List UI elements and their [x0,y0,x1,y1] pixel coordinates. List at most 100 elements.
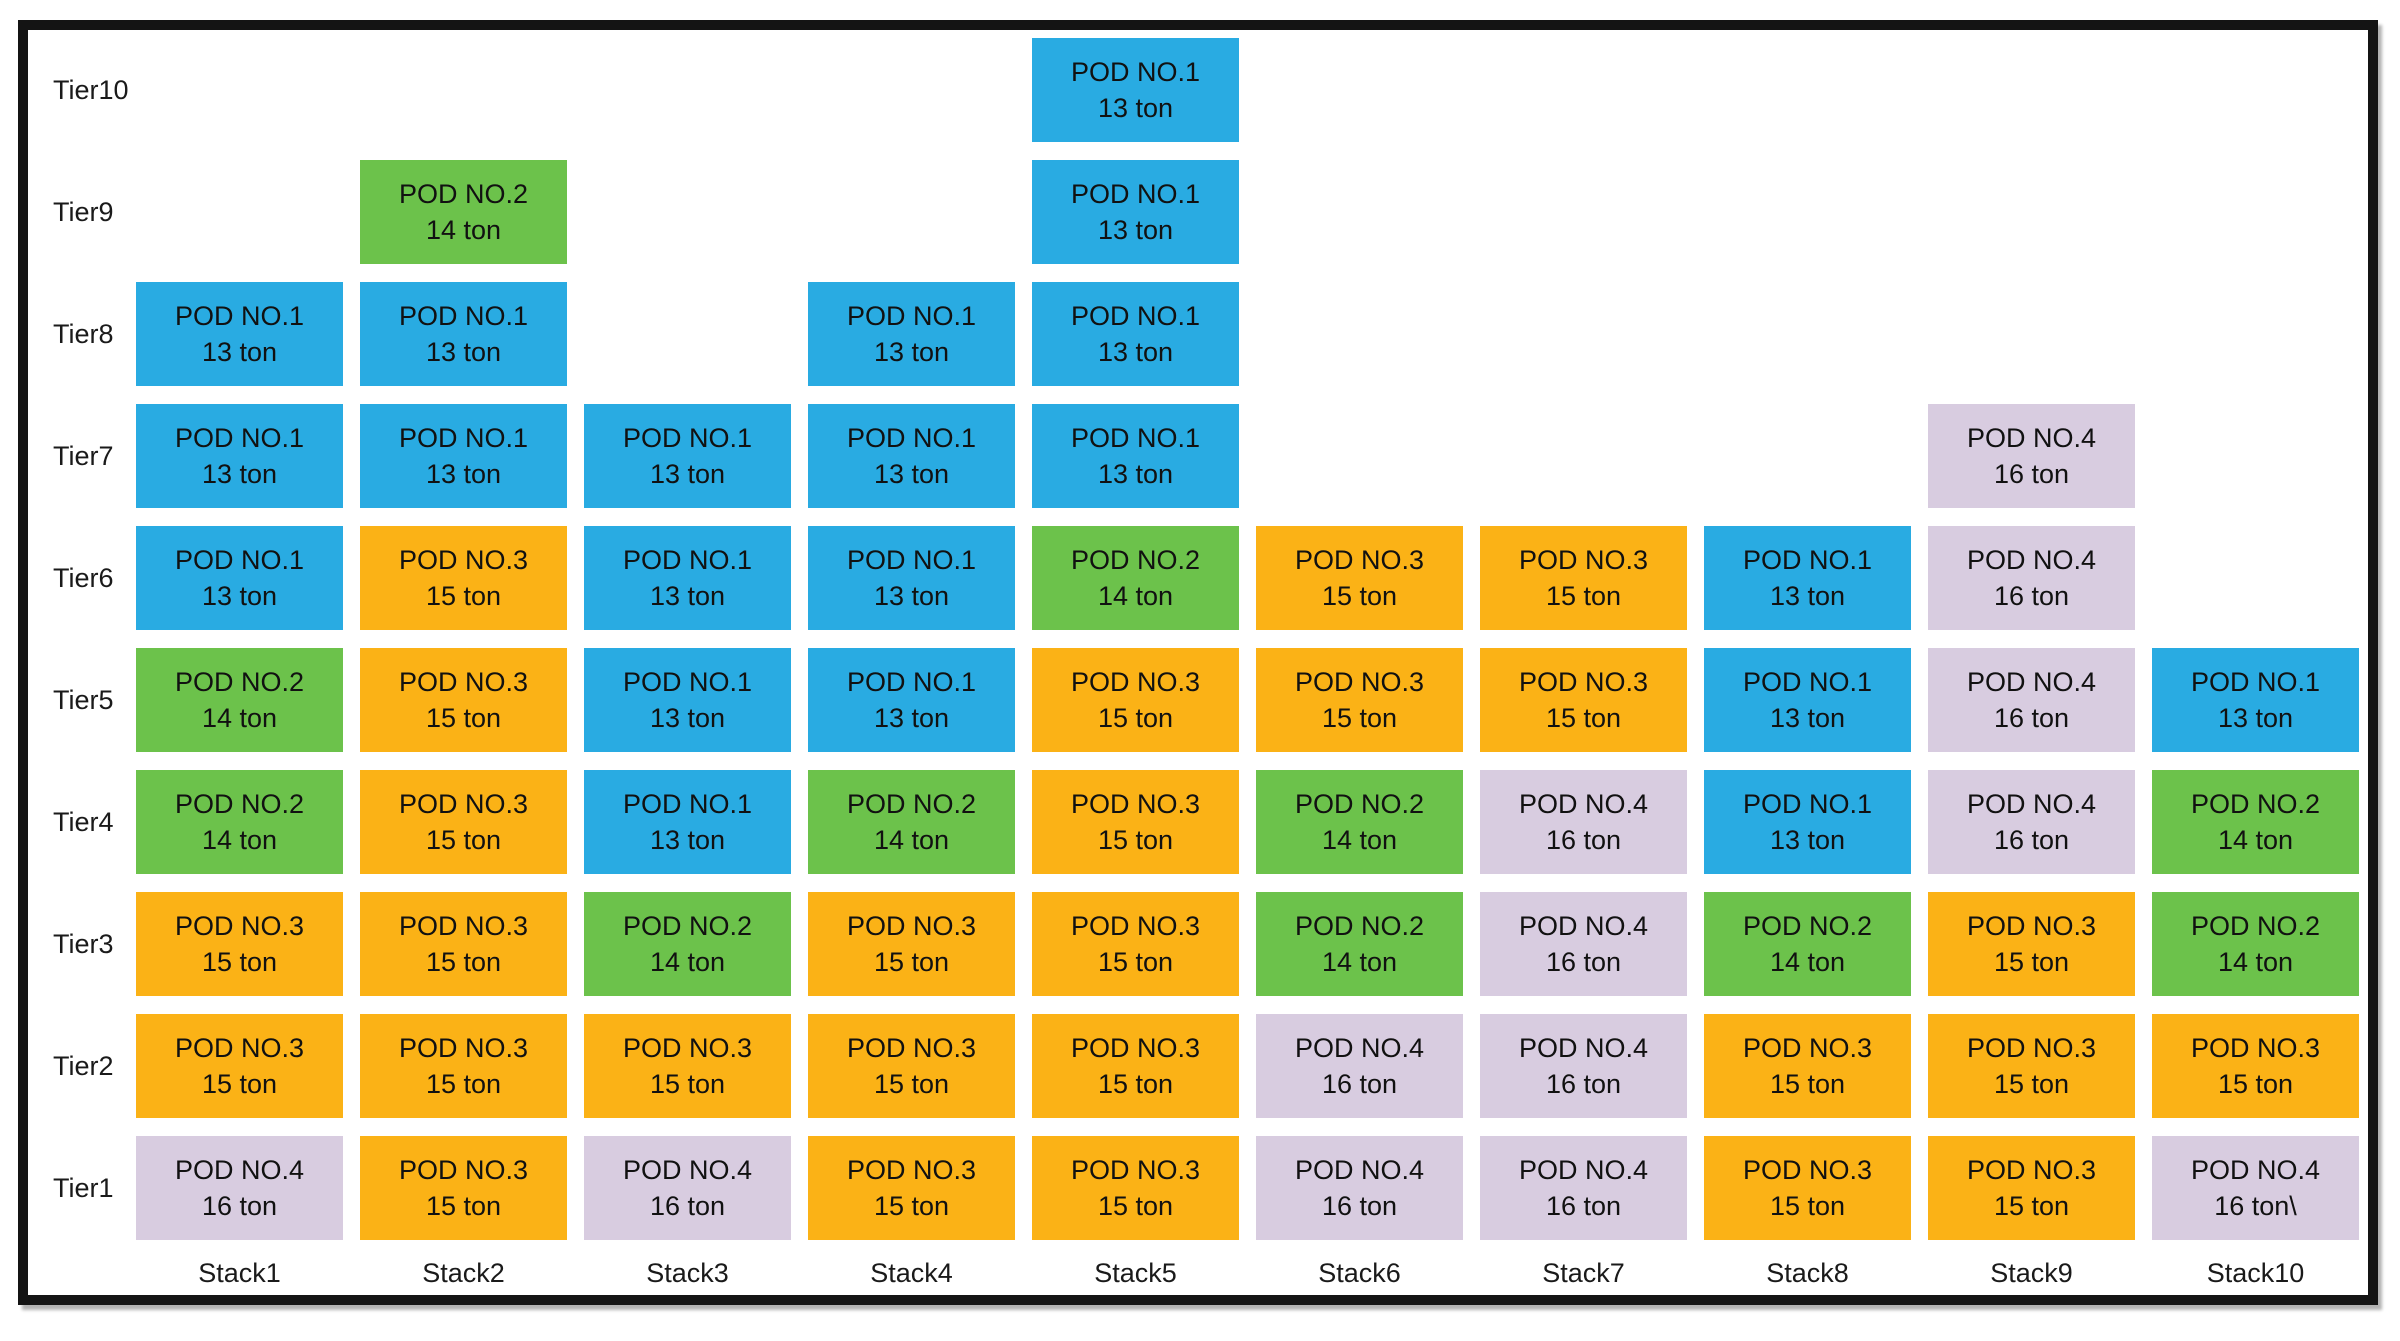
pod-name: POD NO.4 [1966,789,2097,819]
tier-label: Tier7 [53,440,114,471]
pod-name: POD NO.2 [174,667,305,697]
pod-weight: 14 ton [1769,947,1846,977]
pod-name: POD NO.3 [1742,1033,1873,1063]
pod-weight: 15 ton [1097,1069,1174,1099]
grid-corner-spacer [28,1258,119,1288]
pod-weight: 15 ton [873,1069,950,1099]
pod-weight: 14 ton [1097,581,1174,611]
pod-weight: 13 ton [425,337,502,367]
pod-name: POD NO.3 [846,911,977,941]
pod-cell: POD NO.3 15 ton [808,892,1015,996]
pod-weight: 15 ton [425,581,502,611]
pod-weight: 13 ton [649,825,726,855]
empty-slot [1480,282,1687,386]
pod-weight: 15 ton [873,947,950,977]
empty-slot [1704,282,1911,386]
pod-name: POD NO.1 [846,545,977,575]
pod-name: POD NO.3 [1070,1155,1201,1185]
empty-slot [584,282,791,386]
empty-slot [360,38,567,142]
pod-name: POD NO.3 [1966,1155,2097,1185]
pod-name: POD NO.1 [846,667,977,697]
pod-weight: 15 ton [1097,1191,1174,1221]
pod-name: POD NO.1 [622,545,753,575]
pod-weight: 16 ton [1993,459,2070,489]
stack-label: Stack1 [198,1258,281,1288]
pod-name: POD NO.4 [2190,1155,2321,1185]
pod-weight: 13 ton [1097,215,1174,245]
pod-weight: 16 ton\ [2214,1191,2297,1221]
pod-weight: 15 ton [201,1069,278,1099]
pod-cell: POD NO.3 15 ton [1032,1136,1239,1240]
empty-slot [1256,282,1463,386]
pod-name: POD NO.1 [1070,423,1201,453]
pod-name: POD NO.3 [1070,667,1201,697]
pod-weight: 14 ton [873,825,950,855]
pod-weight: 13 ton [649,581,726,611]
pod-name: POD NO.2 [1742,911,1873,941]
pod-weight: 13 ton [873,459,950,489]
pod-weight: 16 ton [1545,825,1622,855]
empty-slot [584,160,791,264]
pod-weight: 13 ton [201,459,278,489]
pod-name: POD NO.4 [1294,1155,1425,1185]
pod-name: POD NO.3 [622,1033,753,1063]
empty-slot [2152,160,2359,264]
pod-weight: 16 ton [1545,947,1622,977]
pod-weight: 13 ton [873,703,950,733]
pod-weight: 15 ton [1321,703,1398,733]
pod-weight: 14 ton [1321,825,1398,855]
pod-weight: 14 ton [425,215,502,245]
pod-name: POD NO.3 [398,1155,529,1185]
stack-label: Stack6 [1318,1258,1401,1288]
pod-name: POD NO.3 [1070,1033,1201,1063]
pod-name: POD NO.1 [622,789,753,819]
pod-name: POD NO.1 [398,301,529,331]
tier-label: Tier6 [53,562,114,593]
empty-slot [1704,404,1911,508]
pod-weight: 13 ton [1769,825,1846,855]
pod-name: POD NO.3 [846,1155,977,1185]
pod-weight: 14 ton [2217,825,2294,855]
stack-label: Stack2 [422,1258,505,1288]
pod-weight: 16 ton [1321,1191,1398,1221]
pod-weight: 15 ton [1097,947,1174,977]
pod-name: POD NO.4 [1966,423,2097,453]
empty-slot [2152,404,2359,508]
pod-weight: 13 ton [201,337,278,367]
pod-name: POD NO.4 [1518,1033,1649,1063]
pod-name: POD NO.1 [174,301,305,331]
pod-name: POD NO.3 [1966,1033,2097,1063]
pod-name: POD NO.4 [1518,789,1649,819]
pod-name: POD NO.3 [1742,1155,1873,1185]
pod-weight: 15 ton [2217,1069,2294,1099]
empty-slot [2152,38,2359,142]
